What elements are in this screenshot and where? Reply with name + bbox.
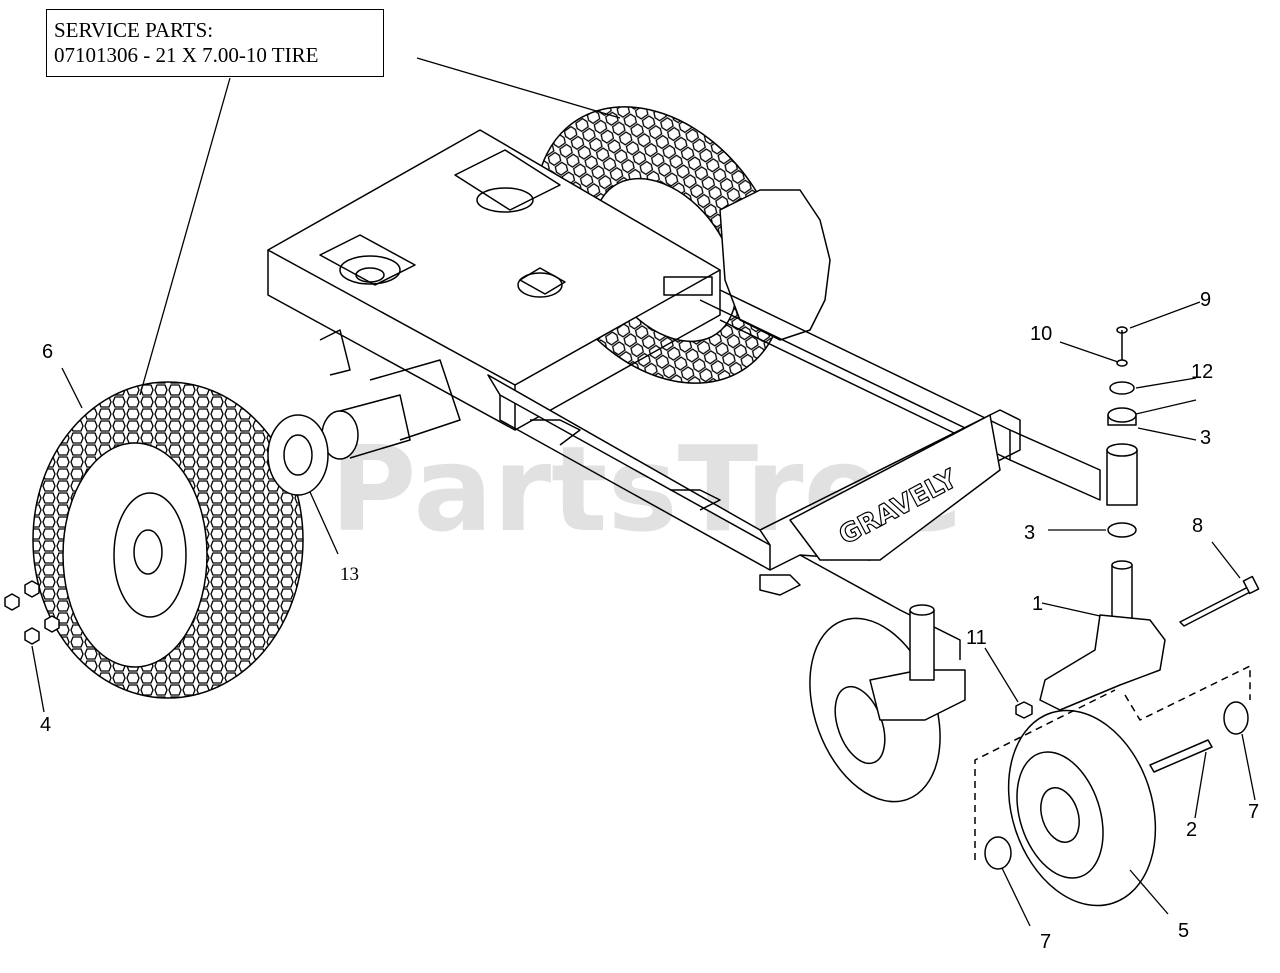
service-parts-callout: SERVICE PARTS: 07101306 - 21 X 7.00-10 T… bbox=[46, 9, 384, 77]
service-parts-line: 07101306 - 21 X 7.00-10 TIRE bbox=[54, 43, 319, 67]
callout-13: 13 bbox=[340, 564, 359, 585]
callout-1: 1 bbox=[1032, 593, 1043, 615]
frame-deck bbox=[267, 129, 721, 431]
callout-10: 10 bbox=[1030, 323, 1052, 345]
axle-bolt-long bbox=[1179, 585, 1255, 627]
callout-3-lower: 3 bbox=[1024, 522, 1035, 544]
gravely-panel bbox=[789, 414, 1001, 561]
callout-labels: 1 2 3 3 4 5 6 7 7 8 9 10 11 12 13 bbox=[40, 289, 1259, 953]
hub-adapter bbox=[267, 414, 329, 496]
rear-tire-left bbox=[32, 381, 304, 699]
callout-5: 5 bbox=[1178, 920, 1189, 942]
explode-lines bbox=[974, 665, 1251, 860]
spacer-top bbox=[1223, 701, 1249, 735]
callout-2: 2 bbox=[1186, 819, 1197, 841]
callout-4: 4 bbox=[40, 714, 51, 736]
callout-12: 12 bbox=[1191, 361, 1213, 383]
callout-7-bottom: 7 bbox=[1040, 931, 1051, 953]
drive-motor bbox=[319, 329, 461, 460]
leader-lines bbox=[31, 57, 1256, 927]
callout-9: 9 bbox=[1200, 289, 1211, 311]
callout-11: 11 bbox=[966, 627, 987, 649]
front-caster-installed bbox=[809, 604, 966, 803]
caster-fork bbox=[1039, 614, 1166, 711]
callout-7-right: 7 bbox=[1248, 801, 1259, 823]
service-parts-title: SERVICE PARTS: bbox=[54, 18, 214, 42]
lug-nuts bbox=[4, 580, 60, 645]
callout-8: 8 bbox=[1192, 515, 1203, 537]
spacer-bottom bbox=[984, 836, 1012, 870]
callout-6: 6 bbox=[42, 341, 53, 363]
caster-wheel bbox=[1007, 709, 1157, 907]
locknut bbox=[1015, 701, 1033, 719]
callout-3-upper: 3 bbox=[1200, 427, 1211, 449]
caster-axle bbox=[1149, 739, 1213, 773]
caster-stem-stack bbox=[1106, 326, 1138, 626]
